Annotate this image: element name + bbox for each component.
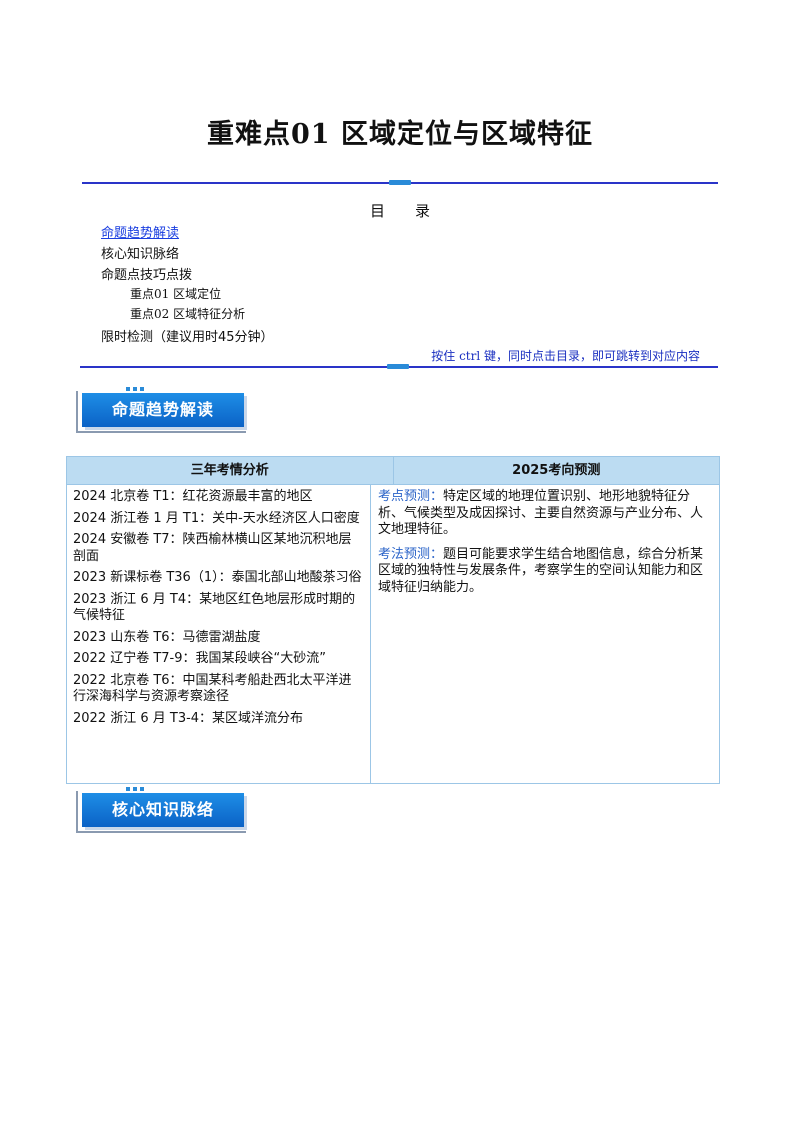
exam-item: 2024 北京卷 T1：红花资源最丰富的地区 <box>73 489 313 504</box>
exam-item: 2022 北京卷 T6：中国某科考船赴西北太平洋进行深海科学与资源考察途径 <box>73 672 352 705</box>
exam-item: 2022 辽宁卷 T7-9：我国某段峡谷“大砂流” <box>73 651 326 666</box>
banner-box <box>82 393 244 427</box>
exam-item: 2023 山东卷 T6：马德雷湖盐度 <box>73 629 261 645</box>
banner-box <box>82 793 244 827</box>
prediction-cell: 考点预测：特定区域的地理位置识别、地形地貌特征分析、气候类型及成因探讨、主要自然… <box>371 485 719 783</box>
toc-item-test[interactable]: 限时检测（建议用时45分钟） <box>101 330 274 345</box>
toc-item-tips[interactable]: 命题点技巧点拨 <box>101 268 193 283</box>
ctrl-click-note: 按住 ctrl 键，同时点击目录，即可跳转到对应内容 <box>431 349 700 363</box>
banner-dots <box>126 787 146 791</box>
three-year-cell: 2024 北京卷 T1：红花资源最丰富的地区 2024 浙江卷 1 月 T1：关… <box>67 485 371 783</box>
banner-label: 核心知识脉络 <box>111 800 214 819</box>
header-2025-prediction: 2025考向预测 <box>392 457 720 484</box>
exam-item: 2023 新课标卷 T36（1）：泰国北部山地酸茶习俗 <box>73 570 362 585</box>
prediction-point: 考点预测：特定区域的地理位置识别、地形地貌特征分析、气候类型及成因探讨、主要自然… <box>378 489 712 539</box>
table-body-row: 2024 北京卷 T1：红花资源最丰富的地区 2024 浙江卷 1 月 T1：关… <box>67 484 719 783</box>
section-banner-trend: 命题趋势解读 <box>76 387 246 433</box>
banner-dots <box>126 387 146 391</box>
banner-frame <box>76 791 246 833</box>
toc-link-trend[interactable]: 命题趋势解读 <box>101 226 180 241</box>
exam-item: 2023 浙江 6 月 T4：某地区红色地层形成时期的气候特征 <box>73 591 356 624</box>
prediction-method: 考法预测：题目可能要求学生结合地图信息，综合分析某区域的独特性与发展条件，考察学… <box>378 547 712 597</box>
section-banner-core: 核心知识脉络 <box>76 787 246 833</box>
prediction-label: 考点预测： <box>378 489 444 504</box>
exam-item: 2024 安徽卷 T7：陕西榆林横山区某地沉积地层剖面 <box>73 532 352 564</box>
prediction-text: 题目可能要求学生结合地图信息，综合分析某区域的独特性与发展条件，考察学生的空间认… <box>378 546 704 595</box>
toc-item-key-02[interactable]: 重点02 区域特征分析 <box>130 307 246 321</box>
bottom-divider-notch <box>387 364 409 369</box>
exam-item: 2024 浙江卷 1 月 T1：关中-天水经济区人口密度 <box>73 510 360 526</box>
top-divider-notch <box>389 180 411 185</box>
toc-item-core[interactable]: 核心知识脉络 <box>101 247 180 262</box>
header-three-year-analysis: 三年考情分析 <box>190 463 269 478</box>
toc-item-key-01[interactable]: 重点01 区域定位 <box>130 287 222 301</box>
prediction-label: 考法预测： <box>378 546 444 562</box>
banner-label: 命题趋势解读 <box>111 400 214 419</box>
prediction-text: 特定区域的地理位置识别、地形地貌特征分析、气候类型及成因探讨、主要自然资源与产业… <box>378 489 704 537</box>
toc-heading: 目录 <box>369 202 460 220</box>
exam-item: 2022 浙江 6 月 T3-4：某区域洋流分布 <box>73 710 304 726</box>
table-header-row: 三年考情分析 2025考向预测 <box>67 457 719 484</box>
exam-analysis-table: 三年考情分析 2025考向预测 2024 北京卷 T1：红花资源最丰富的地区 2… <box>66 456 720 784</box>
banner-frame <box>76 391 246 433</box>
page-title: 重难点01 区域定位与区域特征 <box>207 119 593 150</box>
